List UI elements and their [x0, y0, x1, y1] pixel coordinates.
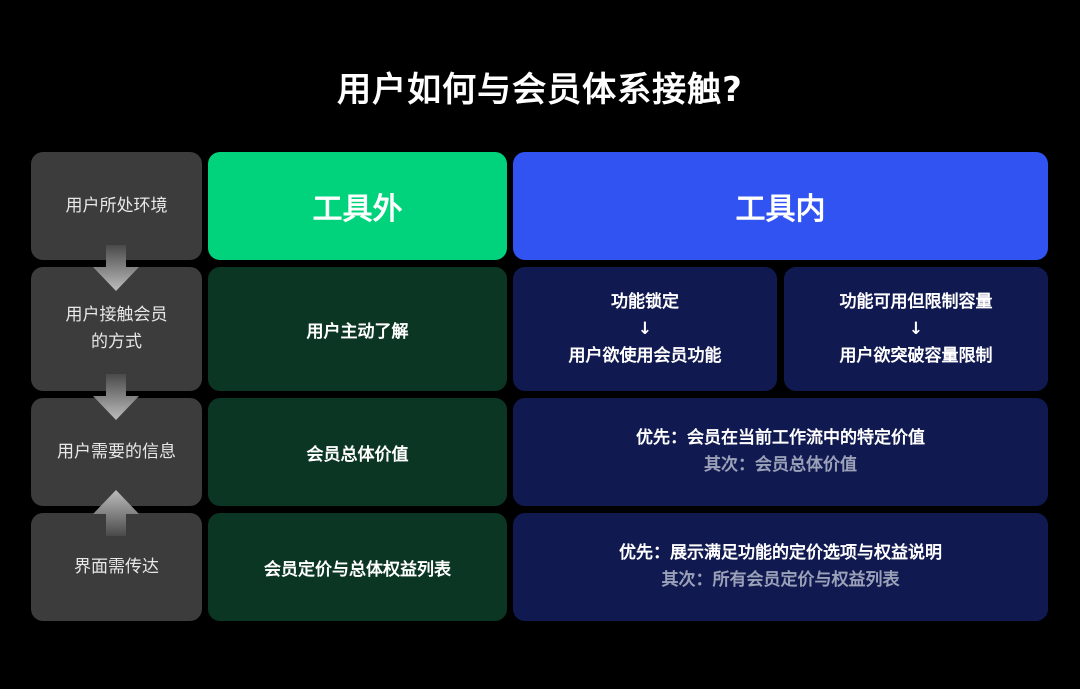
inside-contact-limited-cell: 功能可用但限制容量 ↓ 用户欲突破容量限制 — [784, 267, 1048, 391]
inside-info-secondary: 其次：会员总体价值 — [704, 455, 857, 475]
arrow-up-icon — [93, 490, 139, 536]
column-header-inside-tool-text: 工具内 — [735, 192, 826, 227]
inside-contact-locked-cell: 功能锁定 ↓ 用户欲使用会员功能 — [513, 267, 777, 391]
inside-locked-line1: 功能锁定 — [611, 291, 679, 312]
inside-locked-line2: 用户欲使用会员功能 — [568, 345, 722, 366]
arrow-down-icon — [93, 374, 139, 420]
column-header-outside-tool: 工具外 — [208, 152, 507, 260]
outside-contact-text: 用户主动了解 — [306, 321, 409, 342]
column-header-inside-tool: 工具内 — [513, 152, 1048, 260]
inside-limited-line1: 功能可用但限制容量 — [839, 291, 993, 312]
arrow-down-icon — [93, 245, 139, 291]
row-label-ui-convey-text: 界面需传达 — [74, 556, 159, 577]
column-header-outside-tool-text: 工具外 — [312, 192, 403, 227]
row-label-environment-text: 用户所处环境 — [65, 195, 168, 216]
inside-ui-primary: 优先：展示满足功能的定价选项与权益说明 — [619, 543, 942, 563]
inside-ui-secondary: 其次：所有会员定价与权益列表 — [661, 570, 900, 590]
inside-info-cell: 优先：会员在当前工作流中的特定价值 其次：会员总体价值 — [513, 398, 1048, 506]
outside-info-text: 会员总体价值 — [306, 444, 409, 465]
down-arrow-glyph: ↓ — [908, 318, 924, 339]
row-label-environment: 用户所处环境 — [31, 152, 202, 260]
row-label-contact-method-line2: 的方式 — [91, 332, 142, 352]
row-label-contact-method-line1: 用户接触会员 — [65, 305, 168, 325]
page-title: 用户如何与会员体系接触? — [337, 70, 743, 110]
inside-ui-cell: 优先：展示满足功能的定价选项与权益说明 其次：所有会员定价与权益列表 — [513, 513, 1048, 621]
outside-contact-cell: 用户主动了解 — [208, 267, 507, 391]
outside-ui-text: 会员定价与总体权益列表 — [264, 559, 451, 580]
row-label-info-needed-text: 用户需要的信息 — [57, 441, 176, 462]
inside-limited-line2: 用户欲突破容量限制 — [839, 345, 993, 366]
outside-info-cell: 会员总体价值 — [208, 398, 507, 506]
down-arrow-glyph: ↓ — [637, 318, 653, 339]
inside-info-primary: 优先：会员在当前工作流中的特定价值 — [636, 428, 925, 448]
outside-ui-cell: 会员定价与总体权益列表 — [208, 513, 507, 621]
